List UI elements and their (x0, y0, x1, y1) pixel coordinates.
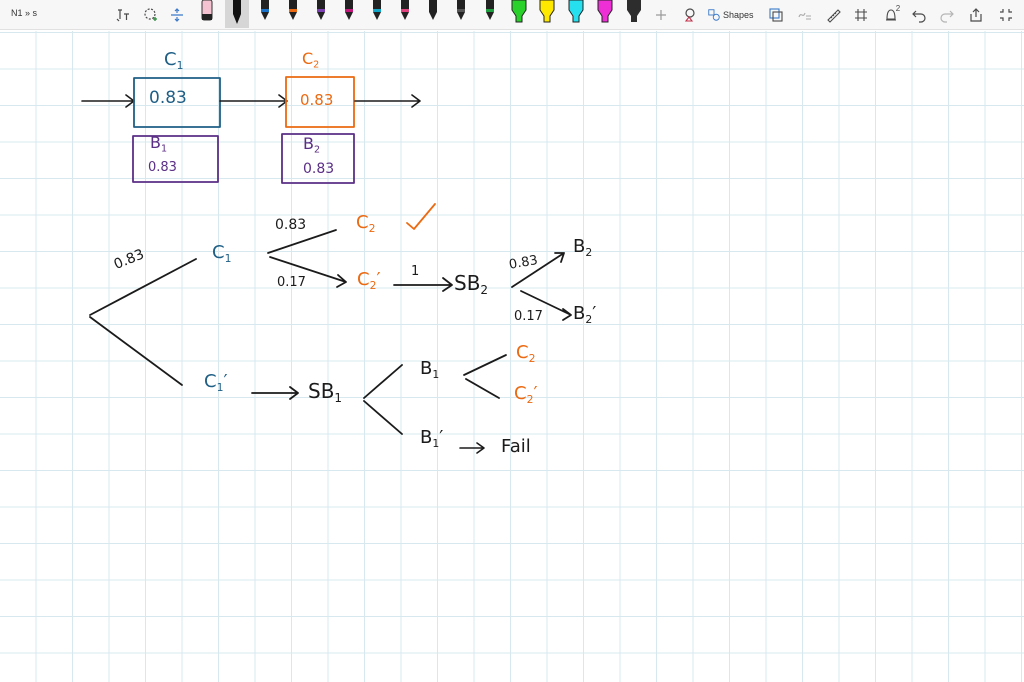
node-b1-c2prime: C2′ (514, 383, 538, 406)
node-sb2: SB2 (454, 271, 489, 298)
box-b2-value: 0.83 (303, 161, 335, 177)
box-b1-value: 0.83 (148, 160, 177, 175)
drawing-canvas[interactable]: C1 C2 0.83 0.83 B1 0.83 B2 0.83 0.83 C1 … (0, 31, 1024, 682)
branch-sb2-b2 (511, 252, 565, 288)
shapes-label: Shapes (723, 10, 754, 20)
redo-icon[interactable] (937, 5, 957, 25)
add-pen-icon[interactable] (651, 5, 671, 25)
protractor-grid-icon[interactable] (851, 5, 871, 25)
box-b2 (281, 133, 355, 184)
ink-to-shape-icon[interactable] (680, 5, 700, 25)
type-to-ink-icon[interactable] (113, 5, 133, 25)
shapes-icon (708, 9, 720, 21)
node-b1-c2: C2 (516, 342, 536, 365)
share-icon[interactable] (966, 5, 986, 25)
node-b1: B1 (420, 358, 440, 381)
label-c2-top: C2 (302, 49, 320, 71)
ink-toolbar: N1 » s Shapes (0, 0, 1024, 30)
arrow-c1prime-sb1 (251, 386, 299, 400)
box-b1 (132, 135, 219, 183)
pen-pink-2[interactable] (396, 0, 414, 28)
box-c1-value: 0.83 (149, 88, 187, 108)
box-c2-value: 0.83 (300, 91, 334, 109)
middle-arrow (219, 94, 288, 108)
shapes-button[interactable]: Shapes (708, 6, 754, 24)
pen-dark-2[interactable] (625, 0, 643, 28)
node-sb1: SB1 (308, 379, 343, 406)
lasso-select-icon[interactable] (140, 5, 160, 25)
pen-orange[interactable] (284, 0, 302, 28)
undo-icon[interactable] (909, 5, 929, 25)
node-b2: B2 (573, 236, 593, 259)
branch-b1-c2 (463, 354, 507, 376)
highlighter-green[interactable] (510, 0, 528, 28)
output-arrow (354, 94, 421, 108)
box-c1 (133, 77, 221, 128)
node-fail: Fail (501, 436, 531, 457)
prob-b2prime: 0.17 (514, 309, 543, 324)
arrow-c2prime-sb2 (393, 277, 453, 292)
add-space-icon[interactable] (167, 5, 187, 25)
highlighter-cyan[interactable] (567, 0, 585, 28)
pen-black-selected[interactable] (225, 0, 249, 28)
pen-green[interactable] (481, 0, 499, 28)
node-c1: C1 (212, 242, 232, 265)
ruler-icon[interactable] (823, 5, 843, 25)
highlighter-magenta[interactable] (596, 0, 614, 28)
pen-cyan[interactable] (368, 0, 386, 28)
branch-root-c1 (89, 258, 197, 316)
box-c2 (285, 76, 355, 128)
pen-pink-eraser[interactable] (198, 0, 216, 28)
box-b2-label: B2 (303, 134, 321, 156)
prob-one: 1 (411, 264, 420, 279)
node-c2: C2 (356, 212, 376, 235)
prob-c2prime: 0.17 (277, 275, 306, 290)
label-c1-top: C1 (164, 49, 184, 72)
ink-strokes (81, 76, 572, 454)
pen-purple[interactable] (312, 0, 330, 28)
highlighter-yellow[interactable] (538, 0, 556, 28)
branch-root-c1prime (89, 316, 183, 386)
branch-c1-c2prime (269, 256, 347, 288)
prob-c2: 0.83 (275, 217, 307, 233)
node-b2prime: B2′ (573, 303, 597, 326)
arrow-b1prime-fail (459, 442, 485, 454)
branch-sb1-b1 (363, 364, 403, 399)
branch-b1-c2prime (465, 378, 500, 399)
node-c1prime: C1′ (204, 371, 228, 394)
notification-count: 2 (895, 3, 901, 13)
box-b1-label: B1 (150, 133, 168, 155)
branch-sb1-b1prime (363, 400, 403, 435)
branch-c1-c2 (267, 229, 337, 254)
checkmark (406, 203, 436, 230)
breadcrumb[interactable]: N1 » s (11, 8, 38, 18)
ink-to-text-icon[interactable] (766, 5, 786, 25)
replay-icon[interactable] (881, 5, 901, 25)
full-screen-icon[interactable] (996, 5, 1016, 25)
node-c2prime: C2′ (357, 269, 381, 292)
pen-magenta[interactable] (340, 0, 358, 28)
branch-sb2-b2prime (520, 290, 572, 321)
pen-dark[interactable] (424, 0, 442, 28)
node-b1prime: B1′ (420, 427, 444, 450)
input-arrow (81, 94, 135, 108)
pen-darkgray[interactable] (452, 0, 470, 28)
pen-blue[interactable] (256, 0, 274, 28)
ink-to-math-icon[interactable] (795, 5, 815, 25)
